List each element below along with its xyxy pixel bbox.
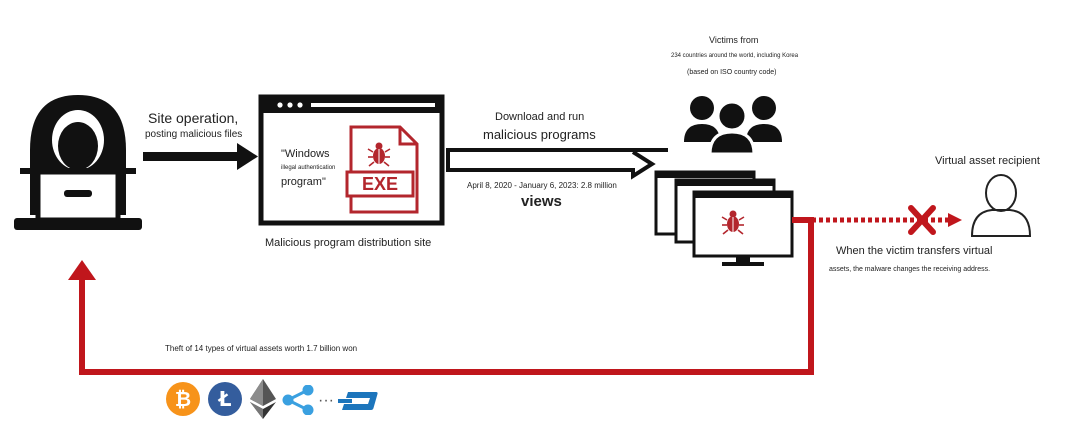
transfer-note-1: When the victim transfers virtual bbox=[836, 245, 993, 257]
theft-arrow bbox=[68, 217, 814, 375]
exe-label: EXE bbox=[361, 174, 399, 194]
victims-group-icon bbox=[684, 96, 782, 156]
recipient-icon bbox=[970, 174, 1032, 237]
infected-computers-icon bbox=[654, 170, 794, 266]
dash-icon bbox=[338, 392, 378, 410]
exe-file-icon bbox=[345, 125, 419, 214]
redirect-dotted-arrow bbox=[812, 213, 962, 227]
posting-files-label: posting malicious files bbox=[145, 129, 243, 140]
views-label: views bbox=[521, 193, 562, 210]
transfer-note-2: assets, the malware changes the receivin… bbox=[829, 266, 991, 273]
litecoin-icon: Ł bbox=[208, 382, 242, 416]
quote-line-2: illegal authentication bbox=[281, 165, 336, 171]
download-label-1: Download and run bbox=[495, 111, 585, 123]
distribution-site-caption: Malicious program distribution site bbox=[265, 237, 432, 249]
bitcoin-icon: ₿ bbox=[166, 382, 200, 416]
theft-label: Theft of 14 types of virtual assets wort… bbox=[165, 344, 358, 353]
ripple-icon bbox=[282, 385, 314, 415]
quote-line-1: "Windows bbox=[281, 148, 330, 160]
site-operation-label: Site operation, bbox=[148, 110, 239, 126]
blocked-x-icon bbox=[908, 205, 936, 235]
victims-label-3: (based on ISO country code) bbox=[687, 69, 777, 76]
recipient-label: Virtual asset recipient bbox=[935, 155, 1040, 167]
quote-line-3: program" bbox=[281, 176, 326, 188]
victims-label-1: Victims from bbox=[709, 35, 759, 45]
download-label-2: malicious programs bbox=[483, 127, 596, 142]
ethereum-icon bbox=[250, 379, 276, 419]
download-arrow bbox=[446, 148, 668, 180]
victims-label-2: 234 countries around the world, includin… bbox=[671, 53, 799, 59]
arrow-to-site bbox=[143, 143, 258, 170]
date-range-label: April 8, 2020 - January 6, 2023: 2.8 mil… bbox=[467, 181, 617, 190]
more-coins-ellipsis: ··· bbox=[318, 392, 334, 409]
hacker-icon bbox=[14, 95, 142, 230]
